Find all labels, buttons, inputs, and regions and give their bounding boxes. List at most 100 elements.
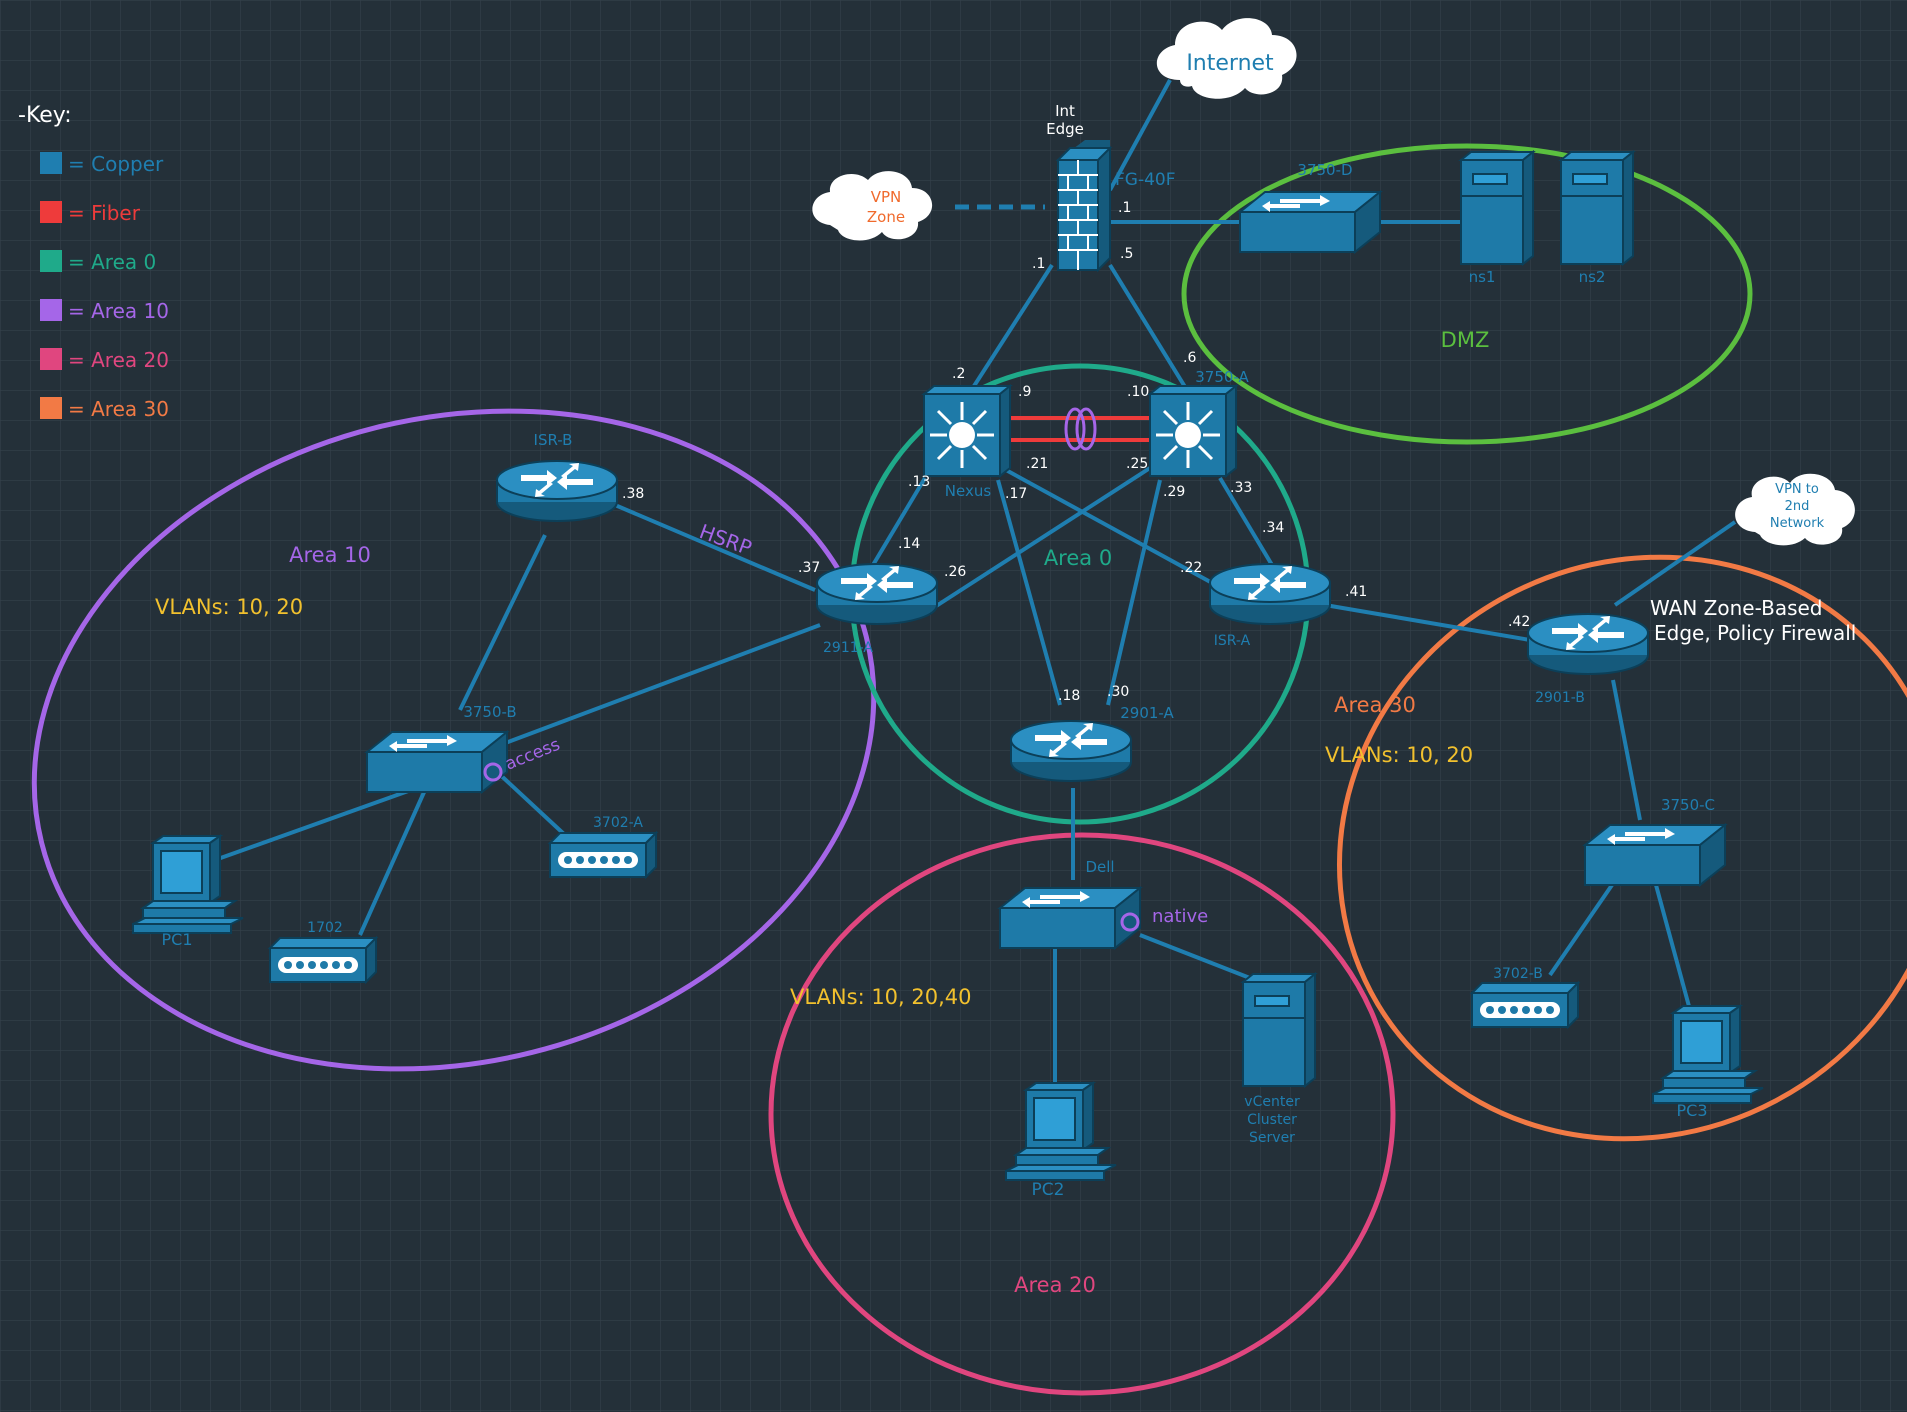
link-2901b-3750c: [1611, 679, 1642, 821]
router-isr-b[interactable]: ISR-B: [496, 431, 618, 522]
firewall-title-1: Int: [1055, 102, 1075, 120]
pc-3[interactable]: PC3: [1652, 1005, 1764, 1120]
legend-title: -Key:: [18, 103, 72, 128]
link-dell-vcenter: [1139, 933, 1256, 982]
vcenter-label-1: vCenter: [1244, 1094, 1300, 1110]
vpn-2nd-label-1: VPN to: [1775, 482, 1819, 497]
ip-fw-left: .1: [1032, 256, 1045, 272]
vpn-zone-label-2: Zone: [867, 208, 905, 226]
ip-3750a-top: .6: [1183, 350, 1196, 366]
switch-3750-b[interactable]: 3750-B: [366, 703, 517, 793]
fiber-port-channel: [1005, 407, 1153, 451]
firewall-fg-40f[interactable]: Int Edge FG-40F: [1046, 102, 1176, 273]
core-switch-nexus[interactable]: Nexus: [922, 384, 1012, 500]
area-20-vlans: VLANs: 10, 20,40: [790, 985, 972, 1009]
access-port-marker: [483, 762, 503, 782]
switch-3750-c[interactable]: 3750-C: [1584, 796, 1726, 886]
router-2901-b[interactable]: 2901-B: [1527, 613, 1649, 706]
ip-3750a-left-top: .10: [1127, 384, 1149, 400]
pc3-label: PC3: [1677, 1101, 1708, 1120]
2901b-label: 2901-B: [1535, 690, 1585, 706]
vcenter-cluster-server[interactable]: vCenter Cluster Server: [1242, 973, 1316, 1146]
legend-label-3: = Area 10: [68, 299, 169, 323]
switch-dell[interactable]: Dell: [999, 858, 1141, 949]
dmz-switch-label: 3750-D: [1297, 161, 1352, 179]
native-port-marker: [1120, 912, 1140, 932]
area-10-vlans: VLANs: 10, 20: [155, 595, 303, 619]
isr-b-label: ISR-B: [534, 431, 573, 449]
internet-label: Internet: [1186, 51, 1274, 76]
isr-a-label: ISR-A: [1214, 633, 1251, 649]
legend-label-5: = Area 30: [68, 397, 169, 421]
link-2901b-vpn: [1613, 520, 1737, 607]
2901a-label: 2901-A: [1120, 704, 1174, 722]
vpn-zone-cloud[interactable]: VPN Zone: [812, 171, 933, 241]
legend-label-1: = Fiber: [68, 201, 141, 225]
3750a-label: 3750-A: [1195, 368, 1249, 386]
legend-swatch-1: [40, 201, 62, 223]
dmz-label: DMZ: [1441, 328, 1490, 352]
ip-isra-top: .34: [1262, 520, 1284, 536]
router-isr-a[interactable]: ISR-A: [1209, 563, 1331, 649]
wan-edge-label-2: Edge, Policy Firewall: [1654, 621, 1856, 645]
ns1-label: ns1: [1469, 268, 1496, 286]
ip-2911a-left: .37: [798, 560, 820, 576]
ip-fw-dmz: .1: [1118, 200, 1131, 216]
legend-swatch-0: [40, 152, 62, 174]
area-20-region: [768, 832, 1396, 1396]
router-2911-a[interactable]: 2911-A: [816, 563, 938, 656]
ip-2901a-left: .18: [1058, 688, 1080, 704]
ip-3750a-bottom: .29: [1163, 484, 1185, 500]
link-nexus-2911a: [868, 476, 927, 572]
ap-3702-a[interactable]: 3702-A: [549, 815, 657, 878]
dell-label: Dell: [1085, 858, 1114, 876]
internet-cloud[interactable]: Internet: [1156, 18, 1297, 99]
link-fw-nexus: [963, 263, 1054, 402]
3702a-label: 3702-A: [593, 815, 643, 831]
area-10-label: Area 10: [289, 543, 371, 567]
router-2901-a[interactable]: 2901-A: [1010, 704, 1174, 782]
legend-swatch-4: [40, 348, 62, 370]
legend-label-4: = Area 20: [68, 348, 169, 372]
dmz-switch-3750-d[interactable]: 3750-D: [1239, 161, 1381, 253]
pc-1[interactable]: PC1: [132, 835, 244, 949]
ip-2911a-right: .26: [944, 564, 966, 580]
link-3750a-2911a: [928, 466, 1152, 612]
ip-isra-right: .41: [1345, 584, 1367, 600]
core-switch-3750-a[interactable]: 3750-A: [1148, 368, 1249, 478]
dmz-region: [1181, 143, 1753, 445]
link-fw-3750a: [1108, 263, 1192, 397]
vcenter-label-3: Server: [1249, 1130, 1295, 1146]
link-nexus-2901a: [996, 479, 1062, 706]
wan-edge-label-1: WAN Zone-Based: [1650, 596, 1823, 620]
vpn-2nd-network-cloud[interactable]: VPN to 2nd Network: [1735, 473, 1855, 546]
pc-2[interactable]: PC2: [1005, 1082, 1117, 1200]
link-isrb-3750b: [458, 534, 547, 711]
area-20-label: Area 20: [1014, 1273, 1096, 1297]
nexus-label: Nexus: [945, 482, 992, 500]
link-3750c-pc3: [1654, 884, 1692, 1011]
firewall-title-2: Edge: [1046, 120, 1084, 138]
link-isrb-2911a: [614, 503, 816, 592]
link-2911a-3750b: [499, 623, 821, 747]
ip-nexus-right-bottom: .21: [1026, 456, 1048, 472]
ip-fw-right: .5: [1120, 246, 1133, 262]
link-3750a-isra: [1218, 476, 1277, 572]
server-ns2[interactable]: ns2: [1560, 151, 1634, 286]
server-ns1[interactable]: ns1: [1460, 151, 1534, 286]
link-3750b-1702: [358, 789, 427, 936]
vpn-2nd-label-2: 2nd: [1785, 499, 1810, 514]
ns2-label: ns2: [1579, 268, 1606, 286]
link-3750b-3702a: [493, 768, 567, 837]
ap-1702[interactable]: 1702: [269, 920, 377, 983]
ap-3702-b[interactable]: 3702-B: [1471, 966, 1579, 1028]
link-isra-2901b: [1324, 603, 1531, 642]
link-fw-internet: [1108, 79, 1172, 191]
vcenter-label-2: Cluster: [1247, 1112, 1297, 1128]
legend-label-2: = Area 0: [68, 250, 156, 274]
area-10-region: [31, 408, 877, 1072]
native-label: native: [1152, 906, 1208, 927]
area-0-label: Area 0: [1044, 546, 1112, 570]
legend-swatch-5: [40, 397, 62, 419]
ip-nexus-top: .2: [952, 366, 965, 382]
